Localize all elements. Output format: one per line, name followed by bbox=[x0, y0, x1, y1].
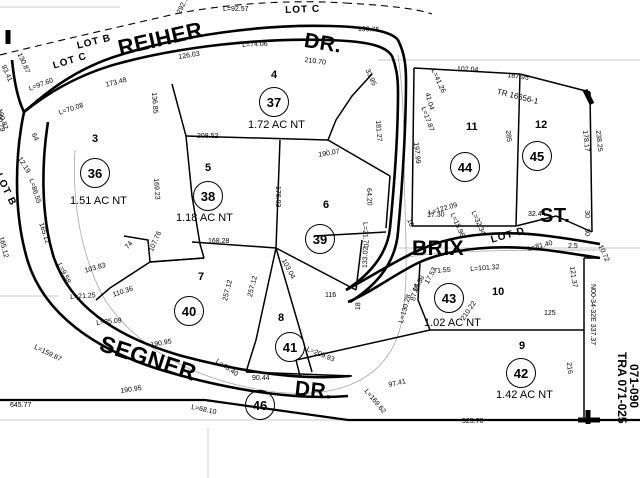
dim-133-02: 133.02 bbox=[362, 246, 370, 269]
east-parcel-lines bbox=[411, 67, 593, 233]
dim-116: 116 bbox=[325, 292, 337, 299]
parcel-circle-44[interactable]: 44 bbox=[450, 152, 480, 182]
street-label-segner-suffix: DR. bbox=[293, 377, 334, 404]
lot-number-3: 3 bbox=[92, 133, 99, 145]
parcel-circle-39[interactable]: 39 bbox=[305, 224, 335, 254]
parcel-lines bbox=[95, 73, 391, 377]
dim-90-44: 90.44 bbox=[252, 375, 270, 382]
parcel-circle-43[interactable]: 43 bbox=[434, 283, 464, 313]
brix-st-row bbox=[345, 232, 601, 304]
dim-18: 18 bbox=[355, 302, 363, 311]
lot-area-36: 1.51 AC NT bbox=[70, 195, 127, 207]
lot-number-8: 8 bbox=[278, 312, 285, 324]
bearing-call: N00-34-32E 337.37 bbox=[589, 284, 596, 346]
dim-125: 125 bbox=[544, 310, 556, 317]
dim-645-77: 645.77 bbox=[10, 402, 32, 409]
dim-285: 285 bbox=[504, 130, 513, 143]
dim-32-44: 32.44 bbox=[528, 211, 546, 218]
lot-number-11: 11 bbox=[466, 121, 478, 133]
lot-number-12: 12 bbox=[535, 119, 548, 131]
dim-169-23: 169.23 bbox=[152, 178, 161, 200]
dim-208-52: 208.52 bbox=[197, 133, 219, 140]
lot-number-5: 5 bbox=[205, 162, 212, 174]
lot-number-7: 7 bbox=[198, 271, 205, 283]
lot-band-lot-c-top: LOT C bbox=[284, 3, 321, 16]
street-label-brix-suffix: ST. bbox=[540, 205, 571, 227]
parcel-circle-45[interactable]: 45 bbox=[522, 141, 552, 171]
tra-number-secondary: 071-090 bbox=[627, 364, 640, 409]
south-boundary bbox=[0, 398, 640, 422]
street-label-brix: BRIX bbox=[412, 237, 465, 260]
dim-L74-06: L=74.06 bbox=[242, 40, 268, 49]
lot-area-38: 1.18 AC NT bbox=[176, 212, 233, 224]
parcel-circle-38[interactable]: 38 bbox=[193, 181, 223, 211]
lot-number-6: 6 bbox=[323, 199, 330, 211]
lot-number-10: 10 bbox=[492, 286, 505, 298]
lot-area-42: 1.42 AC NT bbox=[496, 389, 553, 401]
dim-102-04: 102.04 bbox=[456, 66, 479, 74]
dim-L21-70: L=21.70 bbox=[361, 222, 369, 248]
lot-area-43: 1.02 AC NT bbox=[424, 317, 481, 329]
monument-ticks bbox=[5, 30, 600, 424]
dim-168-28: 168.28 bbox=[208, 238, 230, 245]
dim-196-75: 196.75 bbox=[357, 26, 380, 34]
lot-band-dashed bbox=[0, 1, 433, 56]
street-label-reiher-suffix: DR. bbox=[302, 29, 344, 58]
dim-30-b: 30 bbox=[583, 228, 591, 237]
dim-2-5: 2.5 bbox=[568, 243, 578, 250]
dim-181-27: 181.27 bbox=[374, 120, 383, 142]
southeast-parcel-lines bbox=[295, 257, 600, 418]
dim-136-85: 136.85 bbox=[150, 92, 159, 114]
parcel-circle-37[interactable]: 37 bbox=[259, 87, 289, 117]
reiher-dr-row bbox=[10, 24, 400, 115]
lot-area-37: 1.72 AC NT bbox=[248, 119, 305, 131]
dim-71-55: 71.55 bbox=[433, 266, 451, 275]
parcel-circle-36[interactable]: 36 bbox=[80, 158, 110, 188]
parcel-circle-40[interactable]: 40 bbox=[174, 296, 204, 326]
parcel-circle-42[interactable]: 42 bbox=[506, 358, 536, 388]
lot-number-4: 4 bbox=[271, 69, 278, 81]
lot-number-9: 9 bbox=[519, 340, 526, 352]
dim-64-20: 64.20 bbox=[365, 188, 373, 206]
dim-17-30: 17.30 bbox=[427, 211, 445, 219]
parcel-circle-41[interactable]: 41 bbox=[275, 332, 305, 362]
dim-30-a: 30 bbox=[583, 210, 591, 219]
dim-216: 216 bbox=[565, 362, 574, 375]
dim-176-03: 176.03 bbox=[274, 186, 281, 208]
dim-L92-57: L=92.57 bbox=[223, 6, 249, 13]
parcel-circle-46[interactable]: 46 bbox=[245, 390, 275, 420]
dim-525-70: 525.70 bbox=[462, 418, 484, 425]
